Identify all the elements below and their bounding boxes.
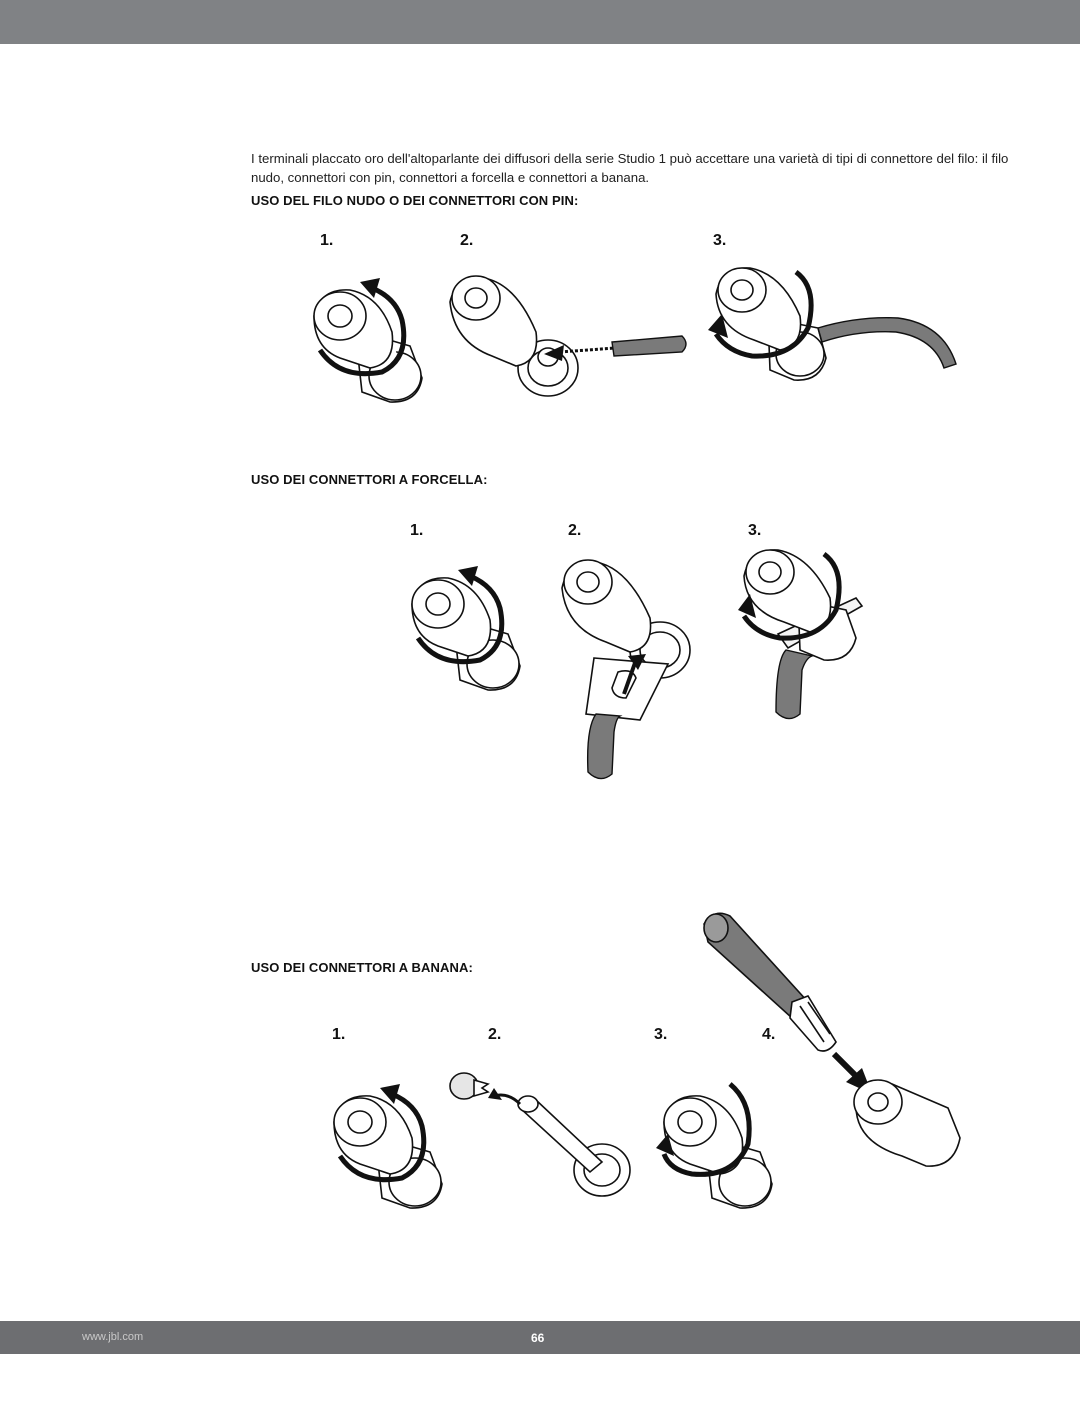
footer-bar: www.jbl.com 66: [0, 1321, 1080, 1354]
terminal-loosen-illustration: [313, 278, 423, 403]
terminal-tighten-wire-illustration: [708, 267, 957, 381]
step-label-2: 2.: [488, 1026, 502, 1043]
plug-removal-illustration: [449, 1072, 631, 1197]
step-label-2: 2.: [568, 522, 582, 539]
terminal-tighten-illustration: [656, 1082, 773, 1209]
terminal-tighten-spade-illustration: [738, 549, 864, 720]
section-heading-bare-wire: USO DEL FILO NUDO O DEI CONNETTORI CON P…: [251, 193, 579, 208]
terminal-loosen-illustration: [333, 1084, 443, 1209]
step-label-3: 3.: [748, 522, 762, 539]
step-label-1: 1.: [410, 522, 424, 539]
spade-insert-illustration: [561, 559, 691, 780]
footer-website-link[interactable]: www.jbl.com: [82, 1331, 144, 1343]
step-label-1: 1.: [332, 1026, 346, 1043]
banana-plug-insert-illustration: [703, 912, 961, 1167]
section-heading-banana: USO DEI CONNETTORI A BANANA:: [251, 960, 473, 975]
section-heading-spade: USO DEI CONNETTORI A FORCELLA:: [251, 472, 488, 487]
step-label-3: 3.: [713, 232, 727, 249]
step-label-2: 2.: [460, 232, 474, 249]
header-bar: [0, 0, 1080, 44]
intro-paragraph: I terminali placcato oro dell'altoparlan…: [251, 151, 1009, 186]
terminal-loosen-illustration: [411, 566, 521, 691]
page-number: 66: [531, 1331, 545, 1345]
step-label-4: 4.: [762, 1026, 776, 1043]
wire-insert-illustration: [449, 275, 687, 397]
step-label-3: 3.: [654, 1026, 668, 1043]
step-label-1: 1.: [320, 232, 334, 249]
